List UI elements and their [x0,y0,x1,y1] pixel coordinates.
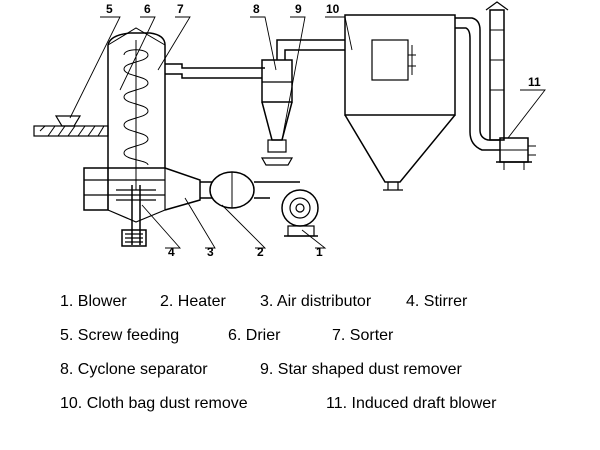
legend-item-induced-draft-blower: 11. Induced draft blower [326,395,497,412]
air-distributor [83,167,201,223]
callout-leaders [69,16,546,249]
cyclone-separator [261,39,345,141]
callout-4: 4 [168,245,175,259]
callout-5: 5 [106,2,113,16]
callout-2: 2 [257,245,264,259]
legend-item-air-distributor: 3. Air distributor [260,293,372,310]
legend: 1. Blower 2. Heater 3. Air distributor 4… [0,286,600,436]
callout-8: 8 [253,2,260,16]
screw-feeder [33,115,109,137]
callout-numbers: 5 6 7 8 9 10 11 1 2 3 4 [106,2,541,259]
callout-10: 10 [326,2,340,16]
blower [270,181,319,237]
induced-draft-blower [469,129,536,170]
legend-item-stirrer: 4. Stirrer [406,293,468,310]
callout-9: 9 [295,2,302,16]
legend-item-star-dust-remover: 9. Star shaped dust remover [260,361,462,378]
legend-item-cyclone-separator: 8. Cyclone separator [60,361,208,378]
legend-item-cloth-bag: 10. Cloth bag dust remove [60,395,248,412]
duct-to-cyclone [165,63,265,79]
callout-6: 6 [144,2,151,16]
callout-11: 11 [528,75,541,89]
legend-item-drier: 6. Drier [228,327,281,344]
legend-item-heater: 2. Heater [160,293,226,310]
star-dust-remover [260,139,294,166]
callout-1: 1 [316,245,323,259]
legend-item-sorter: 7. Sorter [332,327,394,344]
cloth-bag-dust-remover [344,14,481,191]
callout-3: 3 [207,245,214,259]
heater [200,171,270,209]
dryer-system-diagram: 5 6 7 8 9 10 11 1 2 3 4 [33,1,546,259]
callout-7: 7 [177,2,184,16]
drier-column [107,27,166,190]
stirrer [116,185,156,247]
exhaust-stack [485,1,509,141]
legend-item-blower: 1. Blower [60,293,127,310]
legend-item-screw-feeding: 5. Screw feeding [60,327,180,344]
